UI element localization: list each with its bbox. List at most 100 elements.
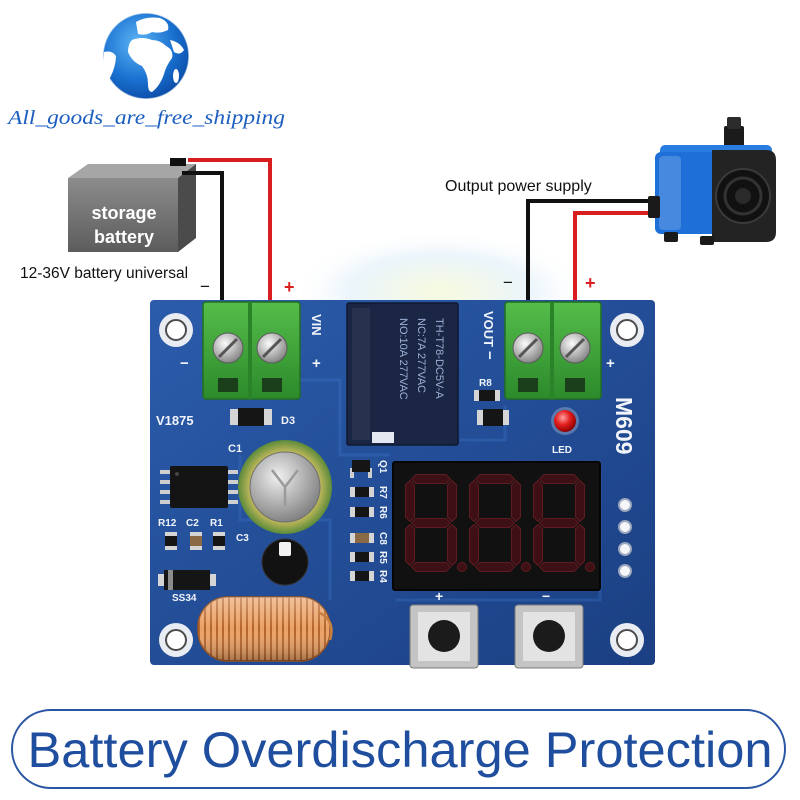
ic-body <box>170 466 228 508</box>
display-segment-c <box>575 523 585 567</box>
input-negative-label: − <box>180 355 189 372</box>
component-body <box>355 571 369 581</box>
battery-top-face <box>68 164 196 178</box>
component-body <box>213 536 225 546</box>
output-negative-sign: − <box>503 273 513 292</box>
label-d3: D3 <box>281 415 295 427</box>
capacitor-c1 <box>238 440 332 534</box>
component-body <box>165 536 177 546</box>
relay-body-shine <box>352 308 370 440</box>
battery-label-line2: battery <box>94 227 154 247</box>
battery-positive-wire <box>188 158 272 312</box>
transistor-leg <box>368 468 372 478</box>
battery-terminal <box>170 158 186 166</box>
banner-title: Battery Overdischarge Protection <box>28 722 773 778</box>
plus-button <box>409 604 479 669</box>
mounting-hole-center <box>616 629 638 651</box>
terminal-divider <box>248 302 252 399</box>
component-r4 <box>350 571 374 581</box>
pcb-board: − VIN + VOUT − + M609 V1875 NO:10A 277VA… <box>150 300 655 669</box>
terminal-wire-hole <box>518 378 538 392</box>
display-segment-f <box>405 479 415 523</box>
globe-continent-europe <box>136 17 169 35</box>
input-positive-label: + <box>312 355 321 372</box>
module-name: M609 <box>611 397 637 455</box>
component-body <box>479 390 495 401</box>
transistor-q1 <box>350 460 372 478</box>
mounting-hole <box>610 623 644 657</box>
battery-side-face <box>178 164 196 252</box>
label-q1: Q1 <box>377 460 388 474</box>
storage-battery: storage battery <box>68 158 196 252</box>
display-segment-g <box>538 518 580 528</box>
display-segment-f <box>469 479 479 523</box>
display-segment-d <box>538 562 580 572</box>
capacitor-vent <box>271 469 299 506</box>
display-decimal-point <box>521 562 531 572</box>
component-diode-small <box>477 409 509 426</box>
display-segment-c <box>447 523 457 567</box>
component-body <box>483 409 503 426</box>
transistor-leg <box>350 468 354 478</box>
display-segment-a <box>410 474 452 484</box>
label-r4: R4 <box>377 570 388 583</box>
globe-island <box>173 69 179 83</box>
screw-slot <box>261 337 283 359</box>
relay: NO:10A 277VAC NC:7A 277VAC TH-T78-DC5V-A <box>346 302 459 446</box>
inductor-lead <box>317 610 333 641</box>
output-positive-label: + <box>606 355 615 372</box>
output-negative-wire <box>526 199 656 312</box>
status-led <box>551 407 579 435</box>
relay-rating-nc: NC:7A 277VAC <box>415 318 427 393</box>
display-segment-d <box>474 562 516 572</box>
screw-slot <box>517 337 539 359</box>
small-capacitor <box>261 538 309 586</box>
output-label-board: VOUT <box>481 311 496 347</box>
button-cap <box>428 620 460 652</box>
pcb-trace <box>300 378 390 457</box>
battery-positive-sign: + <box>284 277 295 297</box>
pump-grille-center <box>735 188 751 204</box>
diode-ss34 <box>158 570 216 590</box>
mounting-hole-center <box>165 319 187 341</box>
mounting-hole-center <box>165 629 187 651</box>
capacitor-marking <box>279 542 291 556</box>
terminal-wire-hole <box>218 378 238 392</box>
label-r5: R5 <box>377 551 388 564</box>
component-body <box>355 507 369 517</box>
header-hole <box>618 498 632 512</box>
mounting-hole <box>159 623 193 657</box>
button-plus-label: + <box>435 588 443 604</box>
pin-header <box>618 498 632 578</box>
pump-cable-gland <box>648 196 660 218</box>
component-r7 <box>350 487 374 497</box>
header-hole <box>618 564 632 578</box>
component-body <box>238 408 264 426</box>
relay-body <box>346 302 459 446</box>
display-segment-e <box>469 523 479 567</box>
display-segment-a <box>474 474 516 484</box>
label-r1: R1 <box>210 518 223 529</box>
led-body <box>554 410 576 432</box>
component-body <box>355 552 369 562</box>
input-terminal-block <box>202 301 301 400</box>
seven-segment-display <box>392 461 601 591</box>
button-minus-label: − <box>542 588 550 604</box>
water-pump <box>648 117 776 245</box>
display-segment-f <box>533 479 543 523</box>
globe-rim <box>102 12 190 100</box>
component-body <box>355 487 369 497</box>
minus-button <box>514 604 584 669</box>
screw-slot <box>217 337 239 359</box>
label-r8: R8 <box>479 378 492 389</box>
ic-pin <box>160 500 170 504</box>
ic-pin <box>228 490 238 494</box>
capacitor-body <box>261 538 309 586</box>
display-decimal-point <box>457 562 467 572</box>
relay-rating-no: NO:10A 277VAC <box>397 318 409 400</box>
output-label: Output power supply <box>445 178 592 195</box>
label-r7: R7 <box>377 486 388 499</box>
label-c1: C1 <box>228 443 242 455</box>
globe-logo <box>102 12 190 100</box>
ic-pin <box>228 480 238 484</box>
